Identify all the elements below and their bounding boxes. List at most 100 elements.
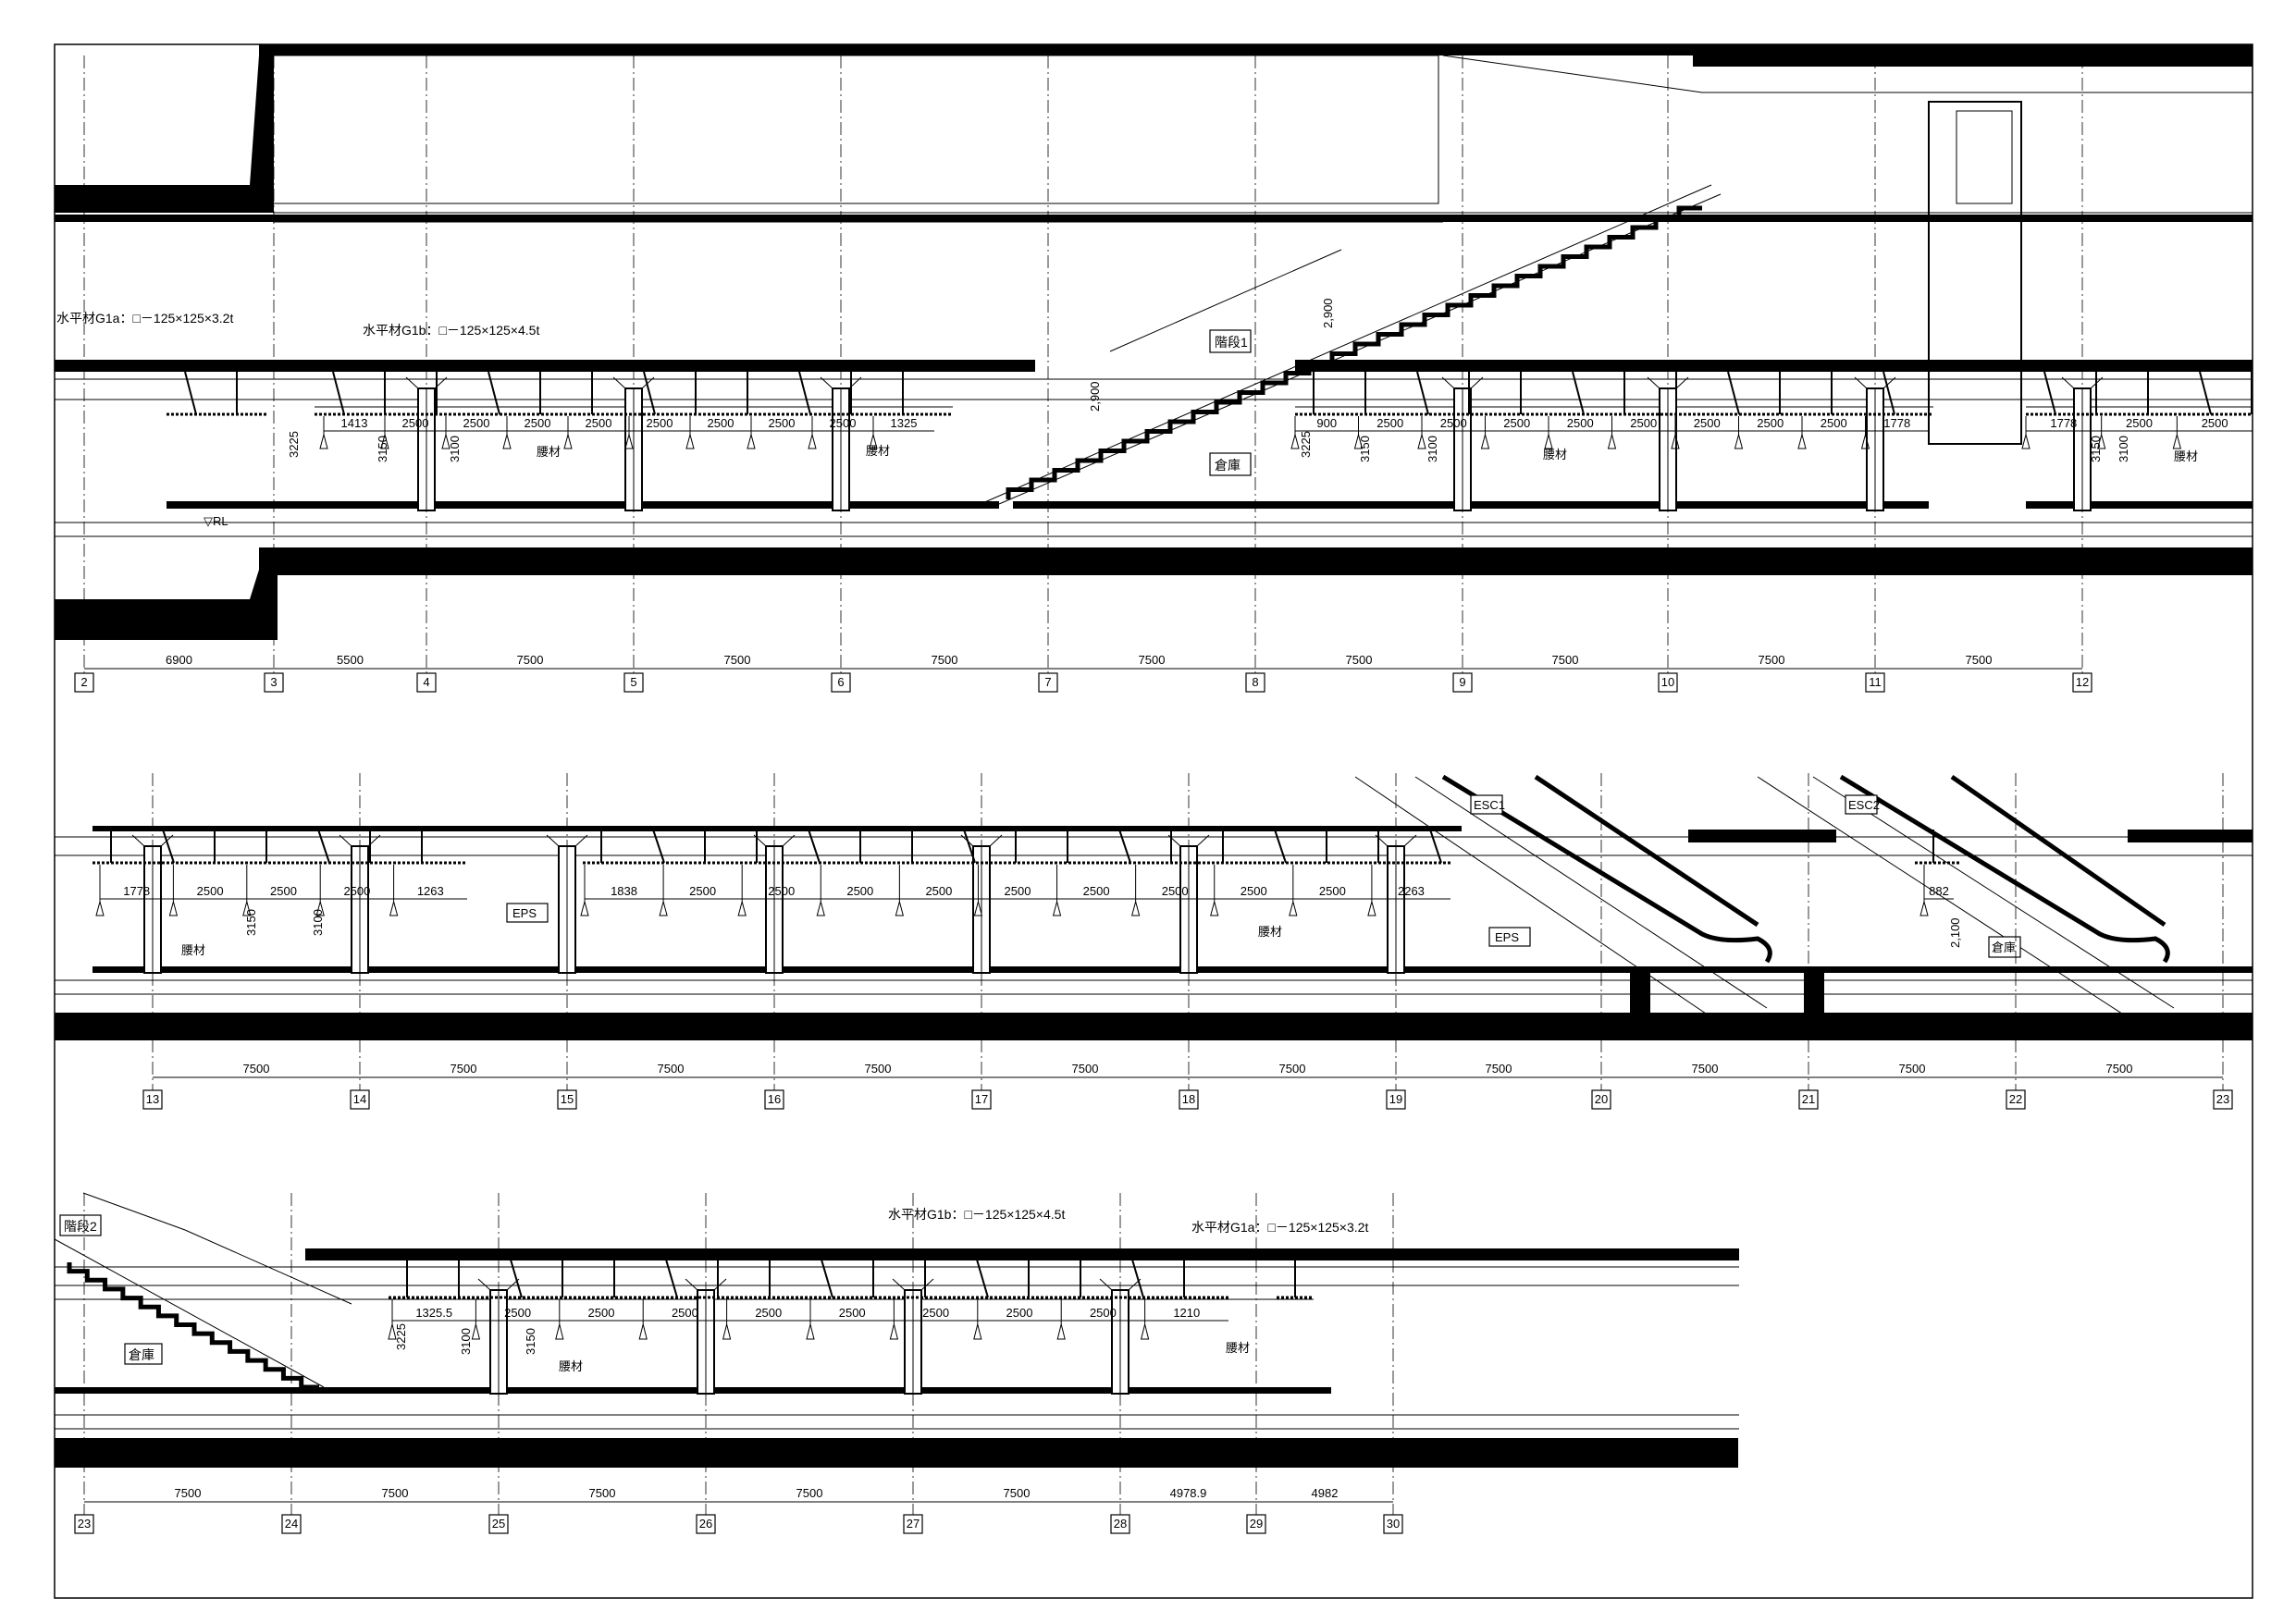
ceiling-hanger	[652, 829, 665, 864]
vertical-dim: 3100	[1426, 436, 1439, 462]
grid-bubble	[416, 672, 437, 693]
ceiling-dim: 2500	[1757, 416, 1784, 430]
ceiling-dim: 2500	[1005, 884, 1031, 898]
pendant-marker	[638, 1299, 648, 1340]
beam-g1a-label: 水平材G1a：□－125×125×3.2t	[56, 311, 233, 326]
pendant-marker	[563, 416, 573, 449]
vertical-dim: 3225	[287, 431, 301, 458]
grid-label: 13	[146, 1092, 159, 1106]
pendant-marker	[1353, 416, 1364, 449]
ceiling-dim: 1778	[123, 884, 150, 898]
grid-label: 30	[1387, 1517, 1400, 1531]
ceiling-dim: 2263	[1398, 884, 1425, 898]
grid-label: 24	[285, 1517, 298, 1531]
grid-bubble	[488, 1514, 509, 1534]
span-dim: 4982	[1312, 1486, 1339, 1500]
ceiling-dim: 2500	[1006, 1306, 1033, 1320]
span-dim: 7500	[796, 1486, 823, 1500]
storage-label: 倉庫	[1992, 941, 2016, 954]
grid-label: 6	[837, 675, 844, 689]
span-dim: 7500	[1899, 1062, 1926, 1076]
pendant-marker	[1797, 416, 1807, 449]
grid-bubble	[74, 672, 94, 693]
rail-level-label: ▽RL	[204, 514, 228, 528]
grid-bubble	[264, 672, 284, 693]
span-dim: 7500	[2106, 1062, 2133, 1076]
ceiling-dim: 2500	[1162, 884, 1189, 898]
ceiling-dim: 2500	[846, 884, 873, 898]
eps-label: EPS	[1495, 930, 1519, 944]
waist-member-label: 腰材	[537, 445, 561, 459]
ceiling-dim: 2500	[672, 1306, 698, 1320]
pendant-marker	[1544, 416, 1553, 449]
grid-bubble	[1798, 1089, 1819, 1110]
ceiling-dim: 2500	[525, 416, 551, 430]
grid-label: 11	[1869, 675, 1882, 689]
pendant-marker	[441, 416, 451, 449]
ceiling-dim: 2500	[504, 1306, 531, 1320]
pendant-marker	[95, 865, 105, 916]
span-dim: 7500	[1966, 653, 1993, 667]
span-dim: 7500	[865, 1062, 892, 1076]
ceiling-dim: 882	[1929, 884, 1949, 898]
grid-label: 17	[975, 1092, 988, 1106]
grid-label: 5	[630, 675, 636, 689]
pendant-marker	[168, 865, 179, 916]
ceiling-dim: 2500	[769, 416, 796, 430]
pendant-marker	[319, 416, 328, 449]
span-dim: 7500	[1139, 653, 1166, 667]
ceiling-hanger	[332, 371, 345, 415]
vertical-dim: 3150	[524, 1328, 537, 1355]
ceiling-dim: 2500	[768, 884, 795, 898]
section-3: 水平材G1b：□－125×125×4.5t 水平材G1a：□－125×125×3…	[54, 1192, 1739, 1468]
pendant-marker	[1290, 416, 1300, 449]
grid-bubble	[1038, 672, 1058, 693]
grid-bubble	[281, 1514, 302, 1534]
span-dim: 7500	[589, 1486, 616, 1500]
pendant-marker	[388, 1299, 397, 1340]
grid-label: 29	[1250, 1517, 1263, 1531]
ceiling-hanger	[488, 371, 500, 415]
vertical-dim: 3225	[394, 1323, 408, 1350]
ceiling-dim: 2500	[689, 884, 716, 898]
ceiling-dim: 1778	[1883, 416, 1910, 430]
grid-label: 8	[1252, 675, 1258, 689]
ceiling-hanger	[2199, 371, 2212, 415]
ceiling-dim: 2500	[925, 884, 952, 898]
ceiling-dim: 2500	[463, 416, 490, 430]
pendant-marker	[1367, 865, 1376, 916]
ceiling-dim: 2500	[1090, 1306, 1117, 1320]
ceiling-dim: 1263	[417, 884, 444, 898]
ceiling-hanger	[317, 829, 330, 864]
beam-g1b-label: 水平材G1b：□－125×125×4.5t	[888, 1207, 1065, 1222]
ceiling-hanger	[1118, 829, 1131, 864]
grid-bubble	[623, 672, 644, 693]
span-dim: 7500	[1552, 653, 1579, 667]
waist-member-label: 腰材	[1543, 448, 1567, 461]
ceiling-hanger	[1572, 371, 1585, 415]
grid-label: 28	[1114, 1517, 1127, 1531]
ceiling-hanger	[821, 1259, 833, 1298]
grid-label: 26	[699, 1517, 712, 1531]
section-2: ESC1 ESC2 EPS EPS 倉庫 腰材 腰材 3150 3100 2,1…	[55, 774, 2253, 1040]
ceiling-dim: 2500	[2202, 416, 2228, 430]
grid-bubble	[1386, 1089, 1406, 1110]
ceiling-dim: 2500	[1567, 416, 1594, 430]
pendant-marker	[685, 416, 695, 449]
vertical-dim: 3150	[244, 909, 258, 936]
grid-bubble	[2213, 1089, 2233, 1110]
grid-label: 15	[561, 1092, 574, 1106]
stair-1-label: 階段1	[1215, 335, 1248, 350]
grid-label: 14	[353, 1092, 366, 1106]
vertical-dim: 3150	[376, 436, 389, 462]
pendant-marker	[555, 1299, 564, 1340]
grid-label: 18	[1182, 1092, 1195, 1106]
grid-bubble	[903, 1514, 923, 1534]
pendant-marker	[1052, 865, 1062, 916]
ceiling-dim: 2500	[1630, 416, 1657, 430]
waist-member-label: 腰材	[1258, 925, 1282, 939]
waist-member-label: 腰材	[2174, 449, 2198, 463]
pendant-marker	[502, 416, 512, 449]
pendant-marker	[869, 416, 878, 449]
